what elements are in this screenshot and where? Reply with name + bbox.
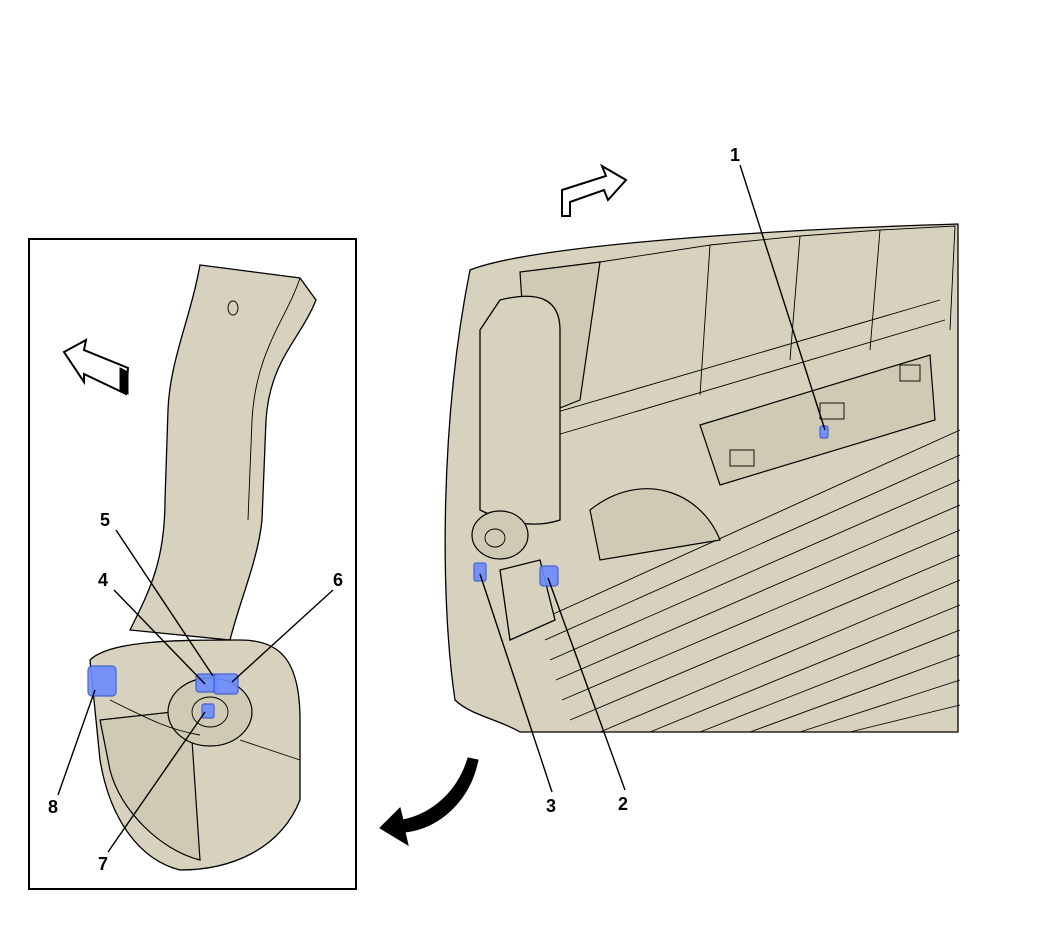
connector-6-highlight [213,673,239,695]
callout-7: 7 [98,854,108,874]
detail-inset [28,238,357,890]
callout-6: 6 [333,570,343,590]
callout-2: 2 [618,794,628,814]
callout-8: 8 [48,797,58,817]
connector-8-highlight [87,665,117,697]
callout-leaders-inset [57,529,334,853]
callout-5: 5 [100,510,110,530]
connector-2-highlight [539,565,559,587]
inset-forward-arrow-icon [62,338,130,396]
floor-ribs [539,429,961,733]
connector-3-highlight [473,562,487,582]
callout-1: 1 [730,145,740,165]
callout-3: 3 [546,796,556,816]
curved-detail-arrow-icon [379,757,479,847]
vehicle-interior-view [444,223,961,733]
callout-leaders-main [479,164,826,793]
connector-7-highlight [201,703,215,719]
forward-direction-arrow-icon [561,163,628,217]
callout-4: 4 [98,570,108,590]
